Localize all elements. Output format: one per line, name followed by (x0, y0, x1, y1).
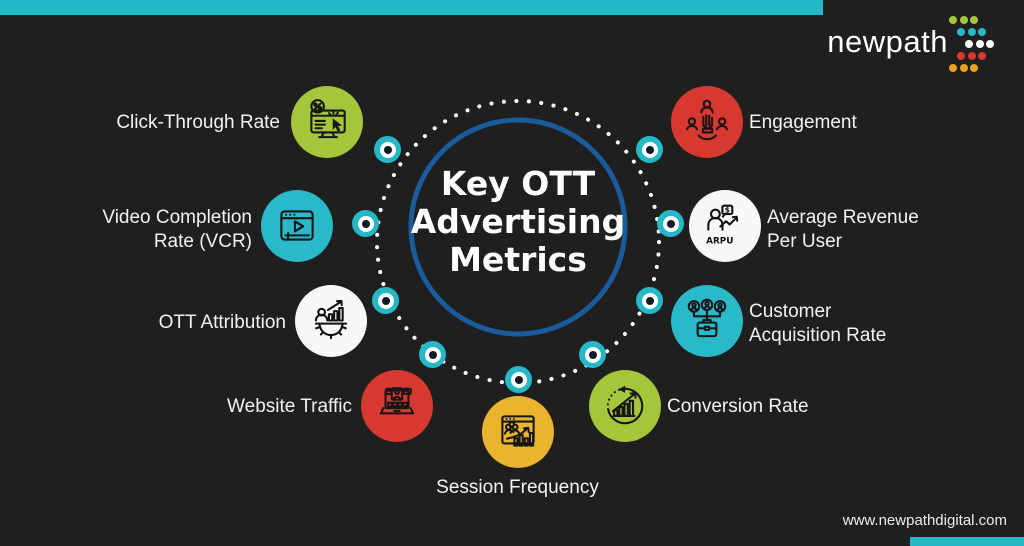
blue-ring (408, 117, 628, 337)
bottom-accent-bar (910, 537, 1024, 546)
video-completion-rate-icon (280, 210, 314, 241)
metric-badge-website-traffic (361, 370, 433, 442)
ring-node (657, 210, 684, 237)
metric-badge-video-completion-rate (261, 190, 333, 262)
ott-attribution-icon (314, 299, 348, 340)
website-traffic-icon (379, 387, 415, 415)
session-frequency-icon (501, 415, 535, 447)
svg-text:$: $ (725, 205, 730, 214)
logo-dots-icon (957, 52, 986, 60)
metric-badge-session-frequency (482, 396, 554, 468)
ring-node (374, 136, 401, 163)
ring-node (352, 210, 379, 237)
svg-text:ARPU: ARPU (706, 237, 733, 247)
ring-node (579, 341, 606, 368)
metric-label-website-traffic: Website Traffic (227, 396, 352, 417)
metric-label-click-through-rate: Click-Through Rate (116, 112, 280, 133)
logo-dots-icon (965, 40, 994, 48)
logo-dots-icon (957, 28, 986, 36)
metric-label-ott-attribution: OTT Attribution (158, 312, 286, 333)
metric-label-engagement: Engagement (749, 112, 857, 133)
metric-badge-conversion-rate (589, 370, 661, 442)
metric-label-conversion-rate: Conversion Rate (667, 396, 809, 417)
click-through-rate-icon (310, 99, 346, 139)
metric-label-video-completion-rate: Video Completion Rate (VCR) (102, 207, 252, 252)
metric-label-average-revenue-per-user: Average Revenue Per User (767, 207, 919, 252)
dotted-ring (375, 99, 661, 385)
ring-node (419, 341, 446, 368)
metric-badge-customer-acquisition-rate (671, 285, 743, 357)
metric-label-session-frequency: Session Frequency (436, 477, 599, 498)
top-accent-bar (0, 0, 823, 15)
customer-acquisition-rate-icon (687, 298, 727, 338)
average-revenue-per-user-icon: $ ARPU (706, 204, 739, 247)
metric-badge-ott-attribution (295, 285, 367, 357)
logo-text: newpath (827, 24, 948, 59)
metric-badge-average-revenue-per-user: $ ARPU (689, 190, 761, 262)
conversion-rate-icon (606, 385, 644, 425)
ring-node (372, 287, 399, 314)
logo-dots-icon (949, 64, 978, 72)
ring-node (636, 136, 663, 163)
engagement-icon (685, 99, 729, 141)
logo-dots-icon (949, 16, 978, 24)
page-title: Key OTT Advertising Metrics (410, 164, 626, 279)
metric-badge-engagement (671, 86, 743, 158)
metric-label-customer-acquisition-rate: Customer Acquisition Rate (749, 301, 887, 346)
ring-node (636, 287, 663, 314)
ring-node (505, 366, 532, 393)
website-url: www.newpathdigital.com (842, 512, 1007, 529)
metric-badge-click-through-rate (291, 86, 363, 158)
